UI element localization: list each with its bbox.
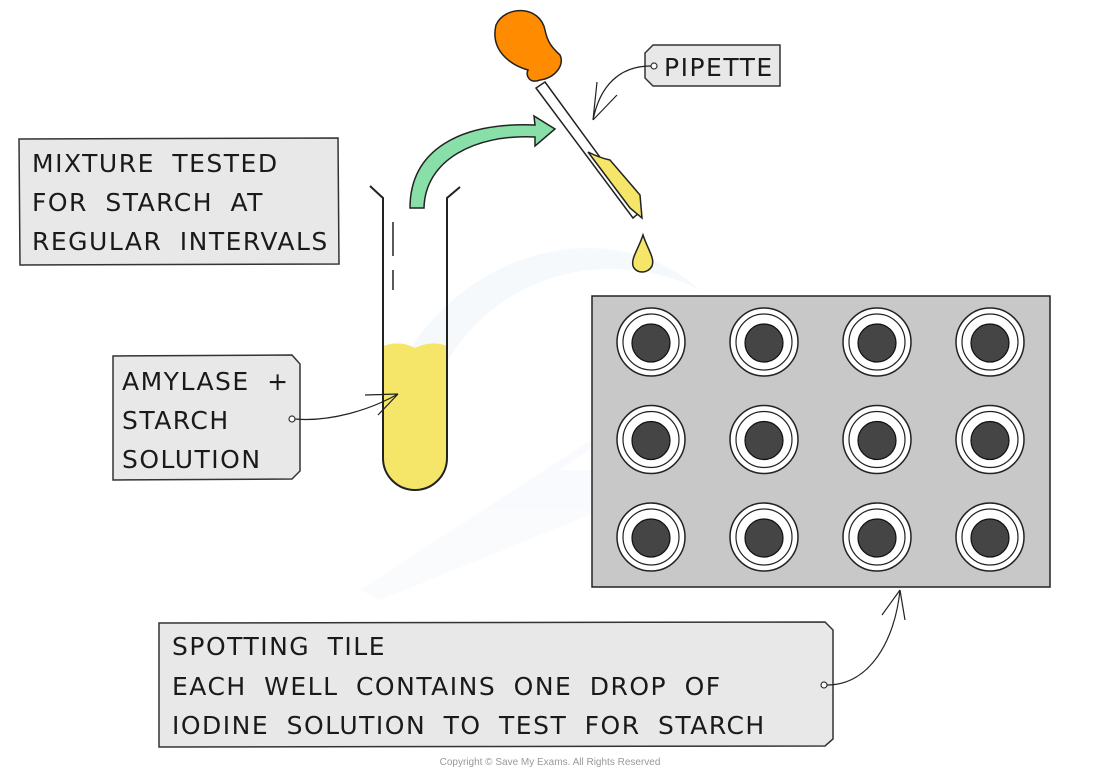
well <box>955 404 1025 475</box>
well <box>955 502 1025 572</box>
well <box>729 307 799 377</box>
pipette-bulb <box>494 9 562 82</box>
well <box>729 502 799 572</box>
spotting-tile <box>591 295 1051 588</box>
transfer-arrow <box>409 114 557 209</box>
well-center <box>744 420 784 461</box>
well <box>616 404 686 475</box>
pipette-label-text: PIPETTE <box>664 53 774 82</box>
mixture-label-line: REGULAR INTERVALS <box>32 227 329 256</box>
well-center <box>970 323 1010 363</box>
well-center <box>970 420 1010 461</box>
well-center <box>631 420 671 461</box>
drop <box>631 232 654 273</box>
well-center <box>857 420 897 461</box>
amylase-label-line: SOLUTION <box>122 445 262 474</box>
well <box>955 307 1025 377</box>
test-tube <box>369 185 461 491</box>
mixture-label-line: MIXTURE TESTED <box>32 149 279 178</box>
well <box>842 502 912 572</box>
well <box>729 404 799 475</box>
well <box>842 307 912 377</box>
spotting-tile-label: SPOTTING TILE EACH WELL CONTAINS ONE DRO… <box>158 589 906 748</box>
tile-label-line: SPOTTING TILE <box>172 632 386 661</box>
tile-label-line: IODINE SOLUTION TO TEST FOR STARCH <box>172 711 766 740</box>
well-center <box>631 518 671 558</box>
well <box>616 502 686 572</box>
mixture-label-line: FOR STARCH AT <box>32 188 264 217</box>
well <box>842 404 912 475</box>
copyright: Copyright © Save My Exams. All Rights Re… <box>440 757 661 768</box>
well-center <box>857 518 897 558</box>
tile-label-line: EACH WELL CONTAINS ONE DROP OF <box>172 672 722 701</box>
well-center <box>857 323 897 363</box>
amylase-label-line: STARCH <box>122 406 230 435</box>
well-center <box>744 518 784 558</box>
well-center <box>744 323 784 363</box>
pipette <box>494 9 643 220</box>
amylase-label: AMYLASE + STARCH SOLUTION <box>112 354 399 481</box>
amylase-label-line: AMYLASE + <box>122 367 290 396</box>
pipette-label: PIPETTE <box>592 44 781 121</box>
well-center <box>631 323 671 363</box>
well <box>616 307 686 377</box>
well-center <box>970 518 1010 558</box>
mixture-label: MIXTURE TESTED FOR STARCH AT REGULAR INT… <box>18 137 340 266</box>
